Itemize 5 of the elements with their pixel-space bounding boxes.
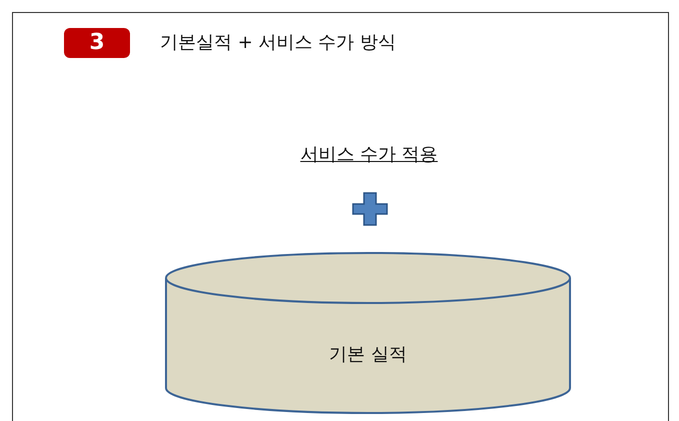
number-badge: 3 bbox=[64, 28, 130, 58]
title: 기본실적 + 서비스 수가 방식 bbox=[160, 31, 396, 54]
node-label: 기본 실적 bbox=[328, 343, 408, 366]
cylinder-shape bbox=[165, 252, 571, 414]
heading: 서비스 수가 적용 bbox=[299, 143, 439, 166]
